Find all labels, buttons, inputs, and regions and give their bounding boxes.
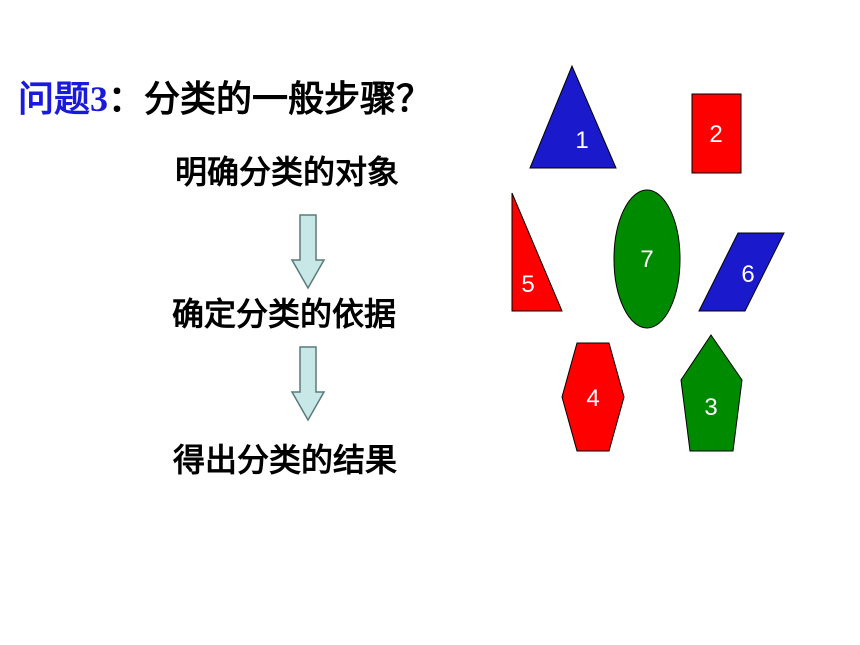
title-prefix: 问题 — [18, 79, 91, 120]
question-title: 问题3：分类的一般步骤？ — [18, 74, 432, 124]
step-1-text: 明确分类的对象 — [175, 153, 400, 191]
shape-7-label: 7 — [640, 246, 653, 273]
shape-3-pentagon: 3 — [680, 334, 743, 452]
shape-3-label: 3 — [704, 394, 717, 421]
shape-6-label: 6 — [741, 261, 754, 288]
shape-7-ellipse: 7 — [613, 189, 681, 329]
shape-5-right-triangle: 5 — [511, 192, 563, 312]
shape-6-parallelogram: 6 — [698, 232, 785, 312]
shape-1-label: 1 — [575, 127, 588, 154]
shape-1-triangle: 1 — [529, 64, 617, 169]
shape-2-label: 2 — [709, 121, 722, 148]
title-question: ：分类的一般步骤？ — [108, 79, 433, 120]
down-arrow-icon — [290, 214, 326, 290]
step-3-text: 得出分类的结果 — [173, 441, 398, 479]
shape-5-label: 5 — [521, 271, 534, 298]
shape-4-hexagon: 4 — [561, 342, 625, 452]
step-2-text: 确定分类的依据 — [172, 295, 397, 333]
down-arrow-icon — [290, 346, 326, 422]
title-number: 3 — [90, 79, 109, 119]
shape-2-rectangle: 2 — [691, 93, 742, 174]
shape-4-label: 4 — [586, 385, 599, 412]
